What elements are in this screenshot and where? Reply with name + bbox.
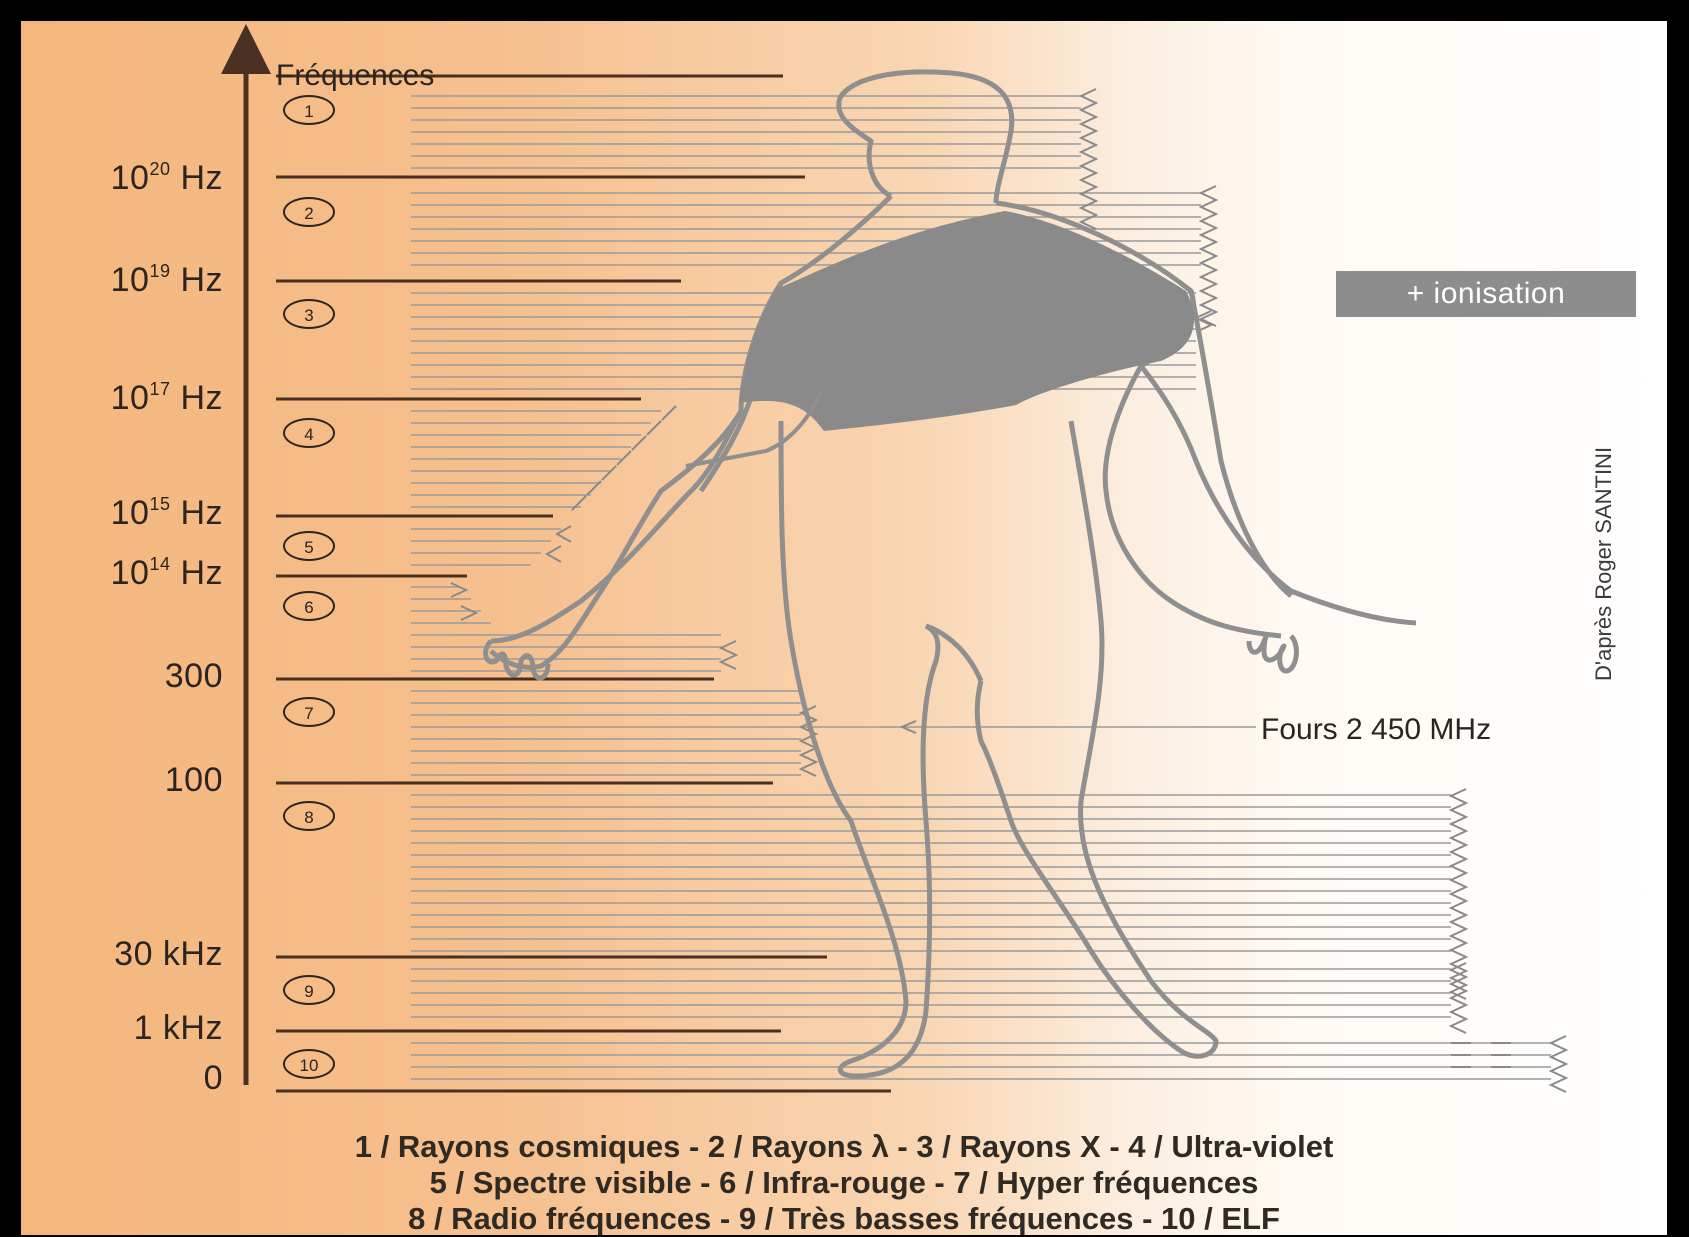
tick-unit: Hz — [171, 379, 224, 417]
left-leg-outline — [781, 421, 938, 1076]
ray-band-1 — [411, 96, 1081, 168]
tick-unit: Hz — [171, 554, 224, 592]
tick-unit: Hz — [171, 159, 224, 197]
tick-exponent: 17 — [149, 379, 170, 399]
arrows-band-10 — [1451, 1036, 1566, 1092]
tick-unit: Hz — [171, 261, 224, 299]
band-number-1: 1 — [283, 95, 335, 125]
arrows-band-1 — [1081, 89, 1096, 229]
arrows-band-2 — [1201, 186, 1216, 326]
author-credit: D'après Roger SANTINI — [1591, 447, 1617, 681]
tick-label-0: 0 — [33, 1059, 223, 1098]
band-number-4: 4 — [283, 418, 335, 448]
tick-base: 10 — [111, 379, 150, 417]
band-number-2: 2 — [283, 197, 335, 227]
legend-line-2: 5 / Spectre visible - 6 / Infra-rouge - … — [21, 1165, 1667, 1201]
ray-band-6 — [411, 587, 721, 671]
tick-exponent: 14 — [149, 554, 170, 574]
axis-title: Fréquences — [276, 59, 434, 93]
tick-exponent: 19 — [149, 261, 170, 281]
band-number-3: 3 — [283, 299, 335, 329]
tick-base: 100 — [165, 761, 223, 799]
diagram-canvas — [21, 21, 1667, 1235]
tick-base: 1 kHz — [134, 1009, 223, 1047]
tick-base: 300 — [165, 657, 223, 695]
tick-label-1e17: 1017 Hz — [33, 379, 223, 418]
tick-exponent: 20 — [149, 159, 170, 179]
arrows-band-7 — [801, 706, 916, 776]
tick-label-300: 300 — [33, 657, 223, 696]
right-hand-fingers — [1249, 636, 1296, 671]
band-number-8: 8 — [283, 801, 335, 831]
tick-base: 10 — [111, 494, 150, 532]
tick-label-1e19: 1019 Hz — [33, 261, 223, 300]
diagram-frame: Fréquences 1020 Hz 1019 Hz 1017 Hz 1015 … — [21, 21, 1667, 1235]
right-leg-outline — [977, 421, 1216, 1056]
ionisation-label: + ionisation — [1336, 271, 1636, 317]
tick-unit: Hz — [171, 494, 224, 532]
ray-band-7 — [411, 691, 1256, 775]
tick-base: 10 — [111, 159, 150, 197]
tick-label-1khz: 1 kHz — [33, 1009, 223, 1048]
band-number-7: 7 — [283, 697, 335, 727]
band-number-9: 9 — [283, 975, 335, 1005]
tick-base: 0 — [204, 1059, 223, 1097]
tick-label-30khz: 30 kHz — [33, 935, 223, 974]
band-number-6: 6 — [283, 591, 335, 621]
ray-band-5 — [411, 529, 561, 565]
head-outline — [839, 72, 1012, 203]
legend: 1 / Rayons cosmiques - 2 / Rayons λ - 3 … — [21, 1129, 1667, 1235]
ray-band-9 — [411, 969, 1451, 1017]
tick-base: 10 — [111, 554, 150, 592]
tick-label-100: 100 — [33, 761, 223, 800]
microwave-ovens-label: Fours 2 450 MHz — [1261, 713, 1491, 747]
tick-label-1e14: 1014 Hz — [33, 554, 223, 593]
ray-band-10 — [411, 1043, 1551, 1079]
tick-label-1e20: 1020 Hz — [33, 159, 223, 198]
arrows-band-5 — [547, 526, 571, 562]
band-number-5: 5 — [283, 531, 335, 561]
band-number-10: 10 — [283, 1049, 335, 1079]
legend-line-1: 1 / Rayons cosmiques - 2 / Rayons λ - 3 … — [21, 1129, 1667, 1165]
legend-line-3: 8 / Radio fréquences - 9 / Très basses f… — [21, 1201, 1667, 1235]
tick-exponent: 15 — [149, 494, 170, 514]
tick-base: 10 — [111, 261, 150, 299]
tick-label-1e15: 1015 Hz — [33, 494, 223, 533]
human-body — [486, 72, 1416, 1076]
tick-base: 30 kHz — [114, 935, 223, 973]
